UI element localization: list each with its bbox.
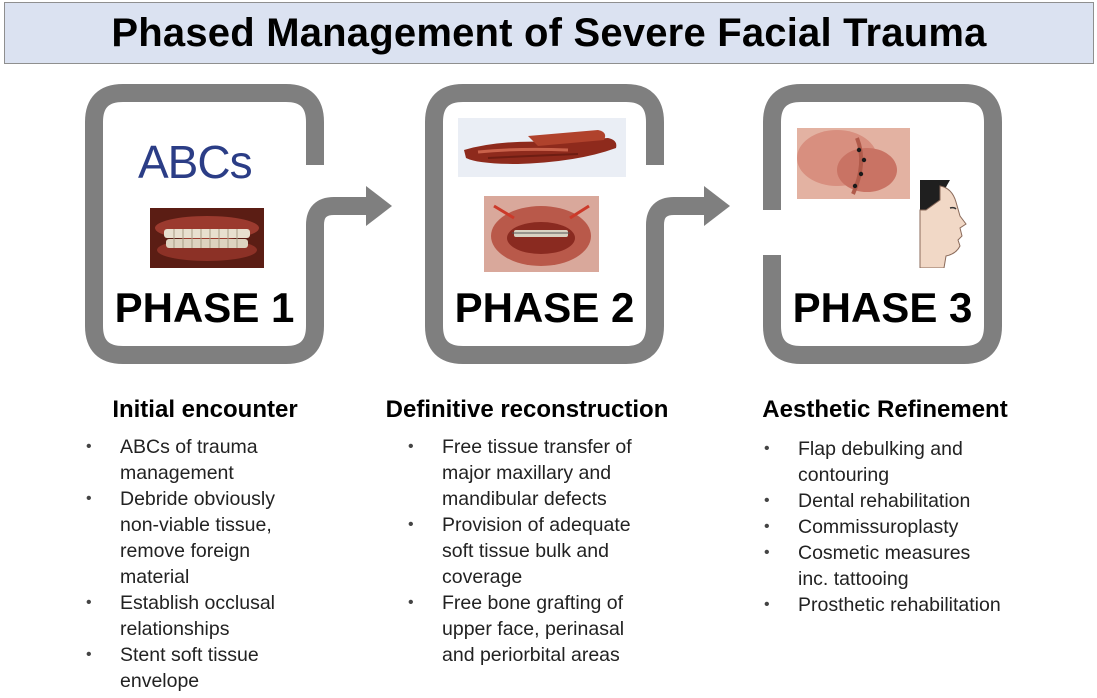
phase-3-label: PHASE 3 bbox=[792, 284, 973, 331]
intraoral-reconstruction-photo bbox=[484, 196, 599, 272]
list-item: Free bone grafting of upper face, perina… bbox=[408, 590, 653, 668]
title-banner: Phased Management of Severe Facial Traum… bbox=[4, 2, 1094, 64]
list-item: Commissuroplasty bbox=[764, 514, 1004, 540]
list-item: Dental rehabilitation bbox=[764, 488, 1004, 514]
abcs-logo: ABCs bbox=[138, 136, 253, 188]
list-item: Cosmetic measures inc. tattooing bbox=[764, 540, 1004, 592]
list-item: Prosthetic rehabilitation bbox=[764, 592, 1004, 618]
page-title: Phased Management of Severe Facial Traum… bbox=[111, 10, 987, 55]
arrow-2-3-shaft bbox=[646, 197, 708, 245]
list-item: Establish occlusal relationships bbox=[86, 590, 311, 642]
list-item: Free tissue transfer of major maxillary … bbox=[408, 434, 653, 512]
list-item: Stent soft tissue envelope bbox=[86, 642, 311, 694]
phase-1-heading: Initial encounter bbox=[112, 396, 298, 423]
arrow-right-icon bbox=[366, 186, 392, 226]
list-item: ABCs of trauma management bbox=[86, 434, 311, 486]
arrow-right-icon bbox=[704, 186, 730, 226]
list-item: Flap debulking and contouring bbox=[764, 436, 1004, 488]
phase-2-bullet-list: Free tissue transfer of major maxillary … bbox=[408, 434, 653, 668]
phase-1-frame bbox=[85, 84, 324, 364]
teeth-occlusion-photo bbox=[150, 208, 264, 268]
arrow-1-2-shaft bbox=[306, 197, 370, 245]
phase-2-frame bbox=[425, 84, 664, 364]
list-item: Provision of adequate soft tissue bulk a… bbox=[408, 512, 653, 590]
facial-profile-illustration bbox=[916, 180, 970, 268]
phase-2-heading: Definitive reconstruction bbox=[385, 396, 669, 423]
phase-2-label: PHASE 2 bbox=[454, 284, 635, 331]
cheek-closeup-photo bbox=[797, 128, 910, 199]
free-flap-photo bbox=[458, 118, 626, 177]
phase-3-frame bbox=[763, 84, 1002, 364]
list-item: Debride obviously non-viable tissue, rem… bbox=[86, 486, 311, 590]
phase-3-bullet-list: Flap debulking and contouring Dental reh… bbox=[764, 436, 1004, 618]
phase-3-heading: Aesthetic Refinement bbox=[762, 396, 1008, 423]
phase-1-label: PHASE 1 bbox=[114, 284, 295, 331]
phase-1-bullet-list: ABCs of trauma management Debride obviou… bbox=[86, 434, 311, 694]
